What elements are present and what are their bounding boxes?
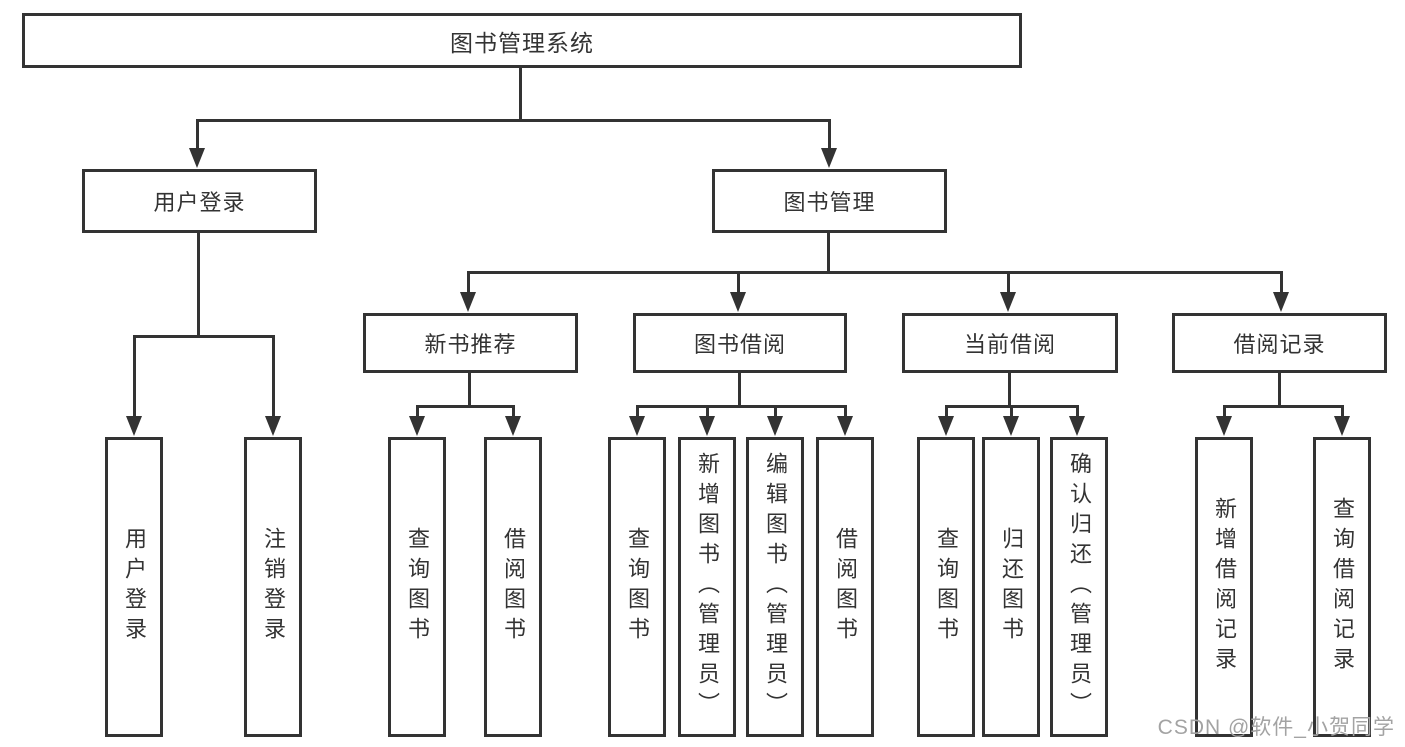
connector-line (196, 233, 200, 338)
leaf-borrowing-edit-book-admin: 编辑图书（管理员） (746, 437, 804, 737)
arrow-stem (843, 404, 847, 416)
arrow-stem (705, 404, 709, 416)
arrowhead-down-icon (460, 292, 476, 312)
arrowhead-down-icon (837, 416, 853, 436)
node-root: 图书管理系统 (22, 13, 1022, 68)
leaf-user-login: 用户登录 (105, 437, 163, 737)
connector-line (467, 373, 471, 408)
arrowhead-down-icon (730, 292, 746, 312)
connector-line (466, 270, 1283, 274)
arrow-stem (195, 118, 199, 148)
arrow-stem (736, 270, 740, 292)
arrow-stem (827, 118, 831, 148)
arrow-stem (271, 334, 275, 416)
node-current-borrowing: 当前借阅 (902, 313, 1118, 373)
arrowhead-down-icon (767, 416, 783, 436)
connector-line (1277, 373, 1281, 408)
leaf-records-add-record: 新增借阅记录 (1195, 437, 1253, 737)
arrow-stem (1009, 404, 1013, 416)
node-book-borrowing: 图书借阅 (633, 313, 847, 373)
arrowhead-down-icon (1216, 416, 1232, 436)
arrowhead-down-icon (821, 148, 837, 168)
arrow-stem (415, 404, 419, 416)
leaf-logout: 注销登录 (244, 437, 302, 737)
arrowhead-down-icon (1003, 416, 1019, 436)
node-new-book-recommend: 新书推荐 (363, 313, 578, 373)
arrow-stem (1075, 404, 1079, 416)
arrow-stem (511, 404, 515, 416)
leaf-records-query-record: 查询借阅记录 (1313, 437, 1371, 737)
connector-line (1222, 404, 1344, 408)
node-user-login: 用户登录 (82, 169, 317, 233)
leaf-current-query-book: 查询图书 (917, 437, 975, 737)
arrow-stem (1006, 270, 1010, 292)
connector-line (737, 373, 741, 408)
arrowhead-down-icon (629, 416, 645, 436)
arrowhead-down-icon (265, 416, 281, 436)
arrowhead-down-icon (1273, 292, 1289, 312)
arrow-stem (1222, 404, 1226, 416)
arrowhead-down-icon (1000, 292, 1016, 312)
leaf-borrowing-borrow-book: 借阅图书 (816, 437, 874, 737)
connector-line (132, 334, 275, 338)
leaf-current-return-book: 归还图书 (982, 437, 1040, 737)
arrow-stem (1279, 270, 1283, 292)
arrow-stem (1340, 404, 1344, 416)
arrowhead-down-icon (189, 148, 205, 168)
arrowhead-down-icon (126, 416, 142, 436)
node-borrowing-records: 借阅记录 (1172, 313, 1387, 373)
connector-line (826, 233, 830, 274)
leaf-borrowing-query-book: 查询图书 (608, 437, 666, 737)
leaf-current-confirm-return-admin: 确认归还（管理员） (1050, 437, 1108, 737)
connector-line (195, 118, 831, 122)
node-book-management: 图书管理 (712, 169, 947, 233)
leaf-borrowing-add-book-admin: 新增图书（管理员） (678, 437, 736, 737)
arrowhead-down-icon (1334, 416, 1350, 436)
connector-line (518, 68, 522, 122)
arrowhead-down-icon (1069, 416, 1085, 436)
arrow-stem (132, 334, 136, 416)
leaf-recommend-borrow-book: 借阅图书 (484, 437, 542, 737)
connector-line (635, 404, 847, 408)
arrow-stem (944, 404, 948, 416)
leaf-recommend-query-book: 查询图书 (388, 437, 446, 737)
connector-line (1007, 373, 1011, 408)
csdn-watermark: CSDN @软件_小贺同学 (1157, 716, 1395, 739)
arrow-stem (466, 270, 470, 292)
arrowhead-down-icon (409, 416, 425, 436)
arrowhead-down-icon (505, 416, 521, 436)
arrowhead-down-icon (699, 416, 715, 436)
connector-line (415, 404, 515, 408)
arrowhead-down-icon (938, 416, 954, 436)
arrow-stem (773, 404, 777, 416)
arrow-stem (635, 404, 639, 416)
